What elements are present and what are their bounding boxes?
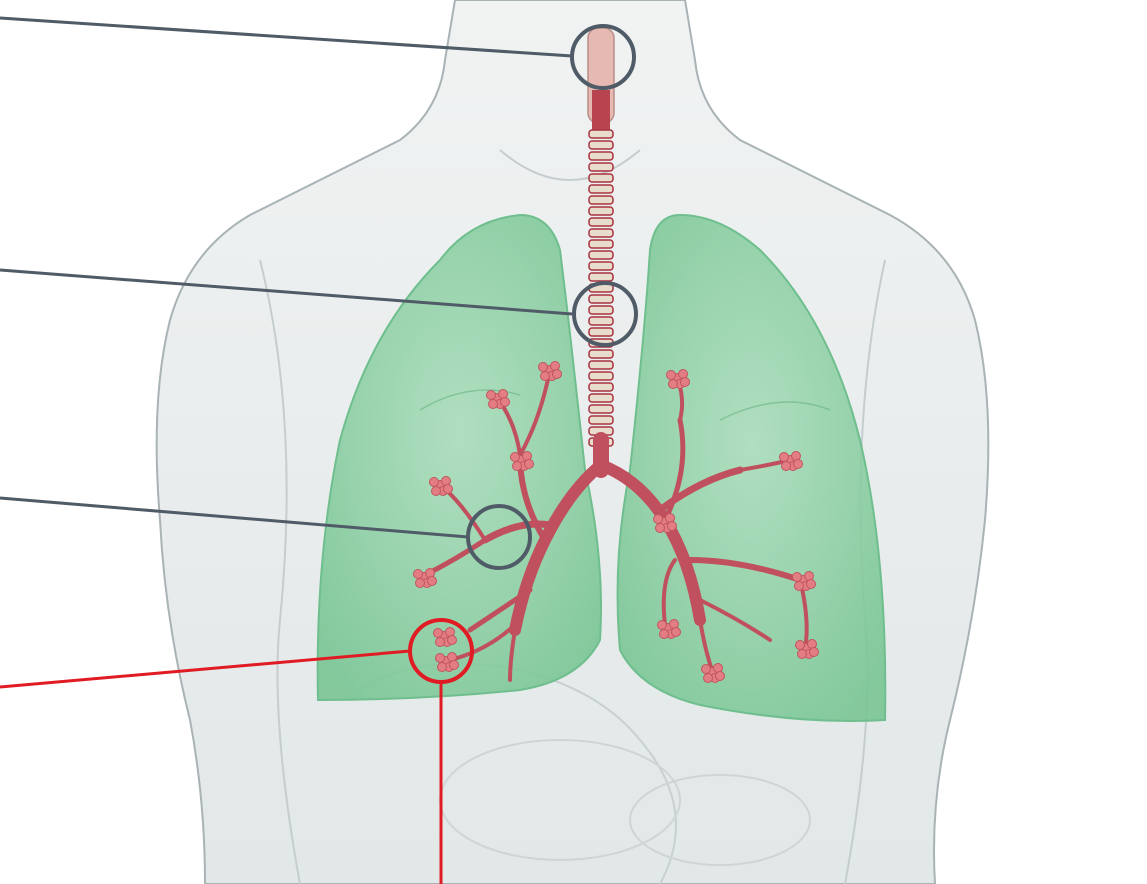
trachea-ring [589,163,613,171]
trachea-ring [589,394,613,402]
trachea-ring [589,416,613,424]
trachea-ring [589,328,613,336]
trachea-ring [589,251,613,259]
trachea-ring [589,240,613,248]
trachea-ring [589,405,613,413]
trachea-ring [589,218,613,226]
trachea-ring [589,273,613,281]
trachea-ring [589,262,613,270]
trachea-ring [589,152,613,160]
trachea-ring [589,174,613,182]
trachea-ring [589,361,613,369]
trachea-ring [589,185,613,193]
trachea-ring [589,196,613,204]
trachea-ring [589,229,613,237]
trachea-ring [589,383,613,391]
trachea-ring [589,141,613,149]
trachea-ring [589,317,613,325]
trachea-ring [589,306,613,314]
trachea-ring [589,295,613,303]
trachea-ring [589,372,613,380]
trachea [588,28,614,446]
trachea-ring [589,207,613,215]
trachea-ring [589,130,613,138]
trachea-ring [589,350,613,358]
